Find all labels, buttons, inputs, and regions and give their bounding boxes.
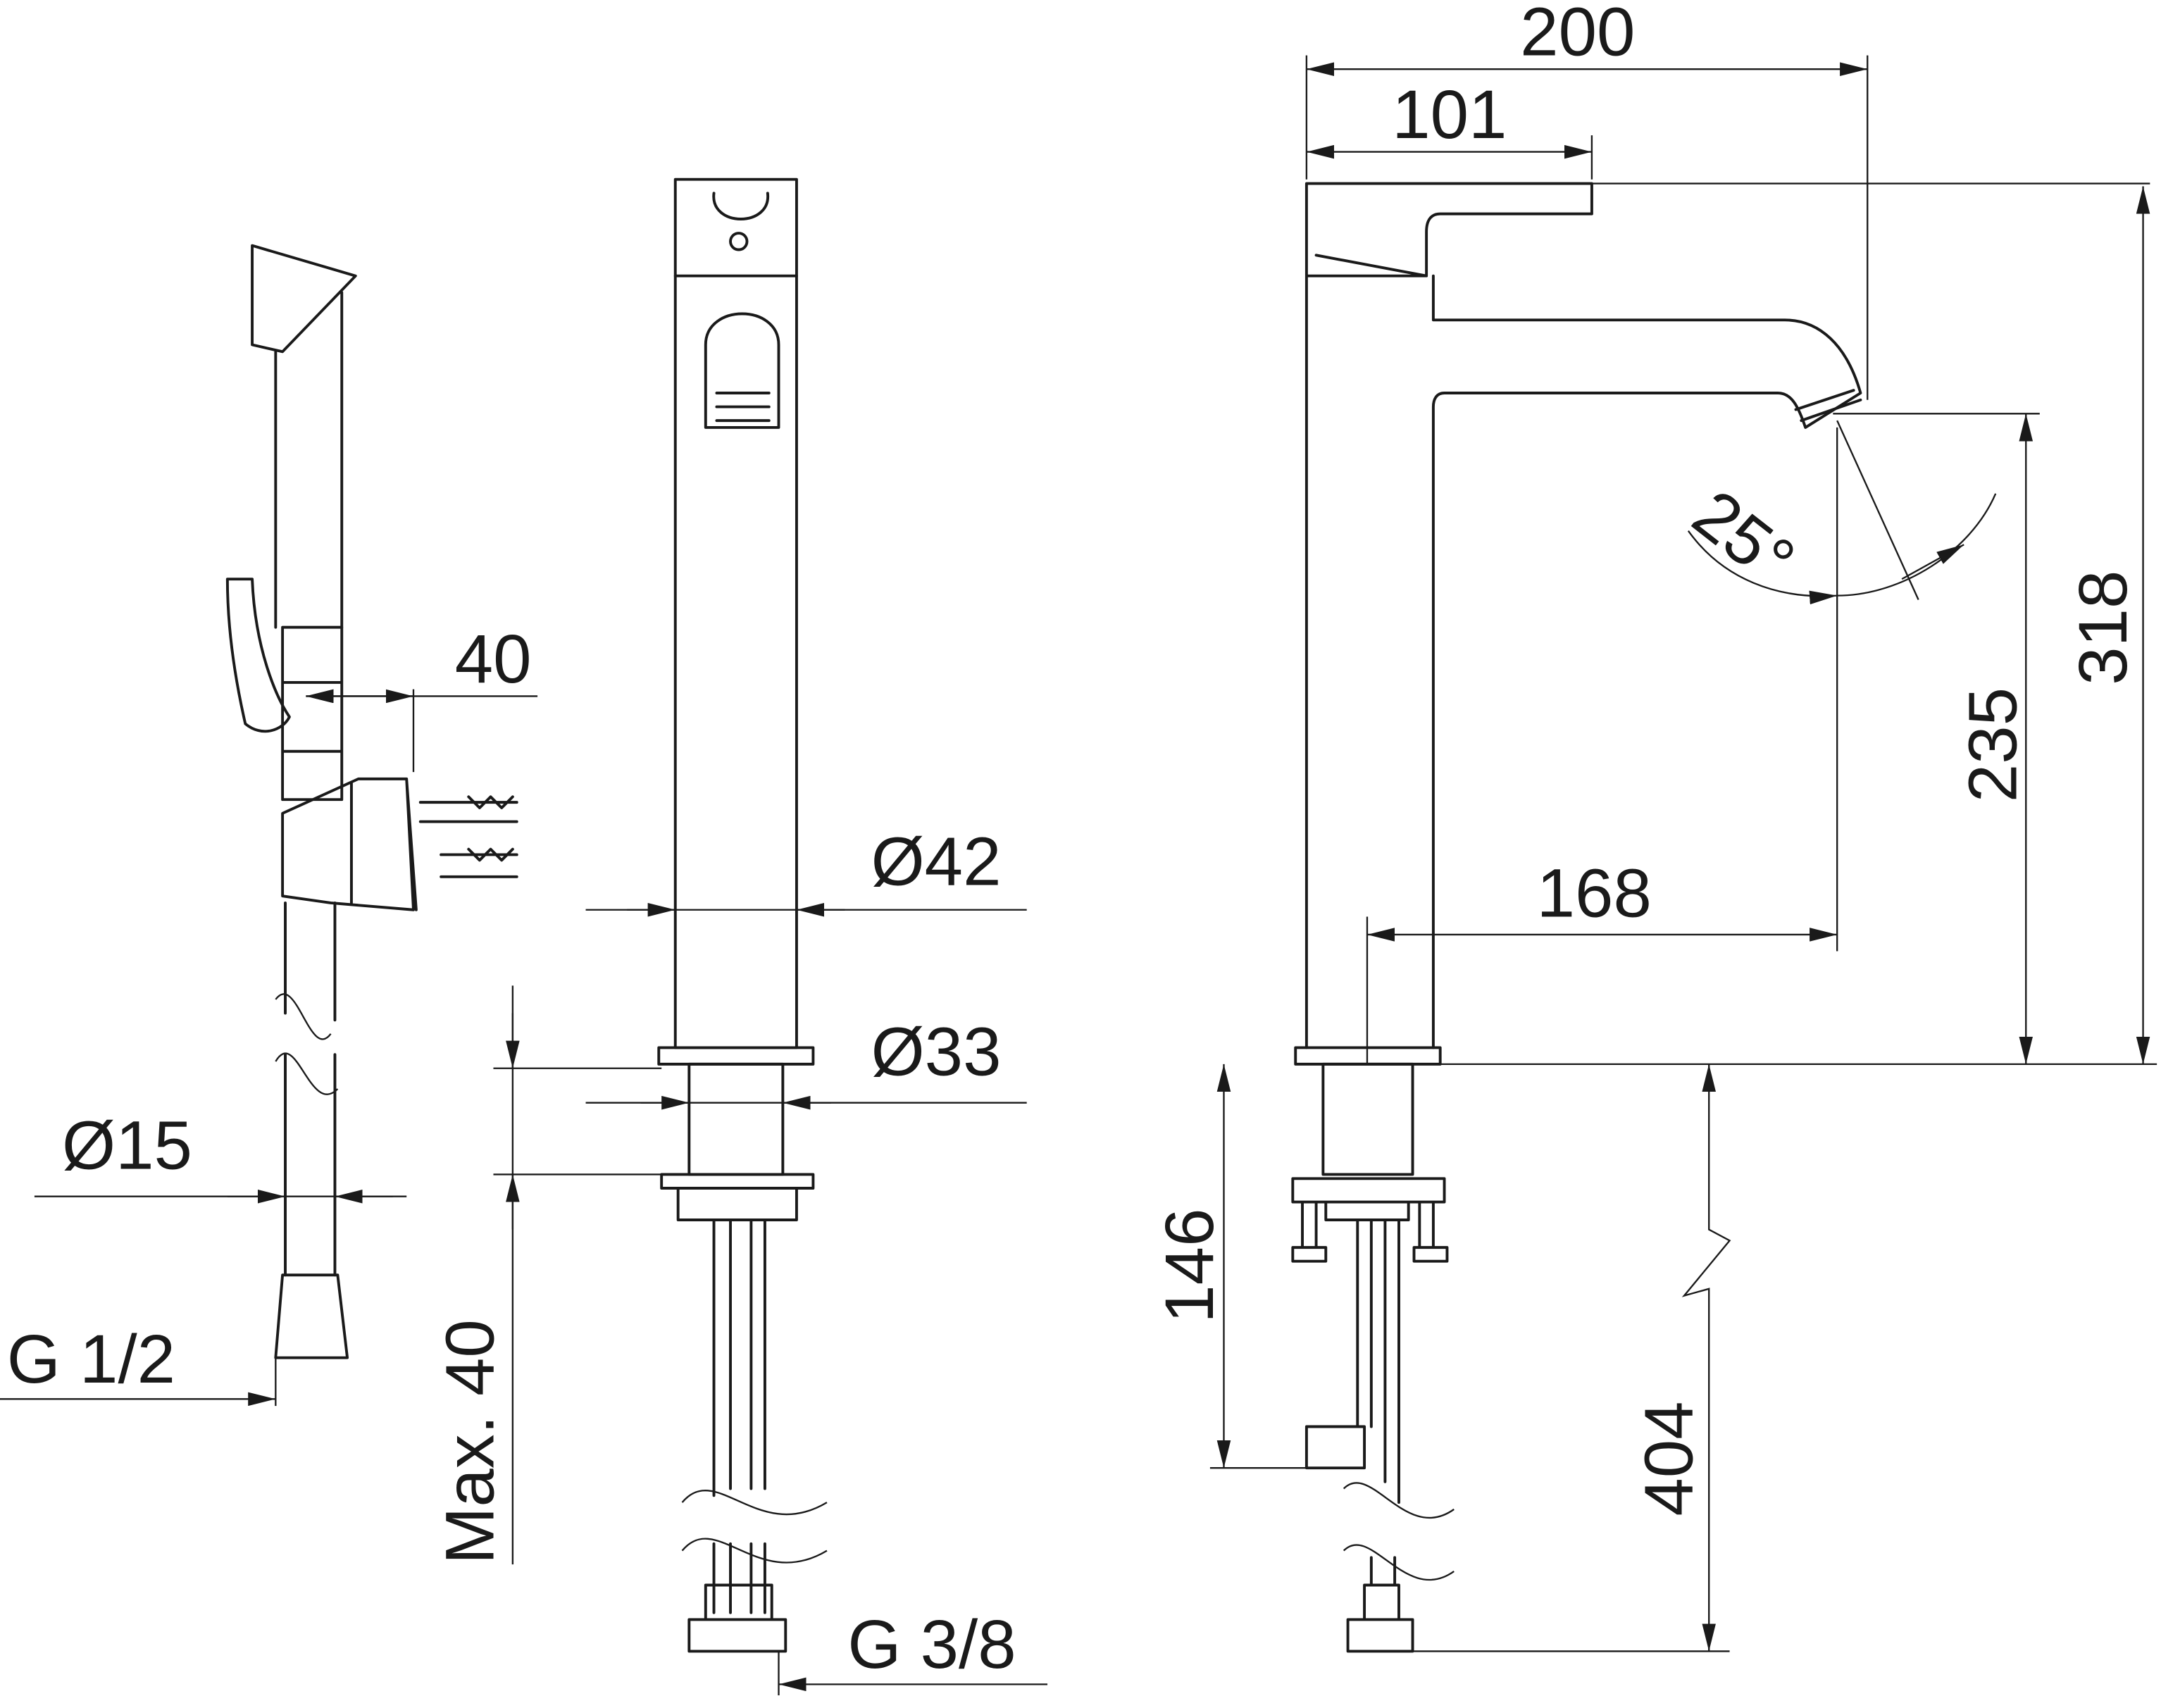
- supply-nuts: [687, 1583, 787, 1653]
- dim-total-height: 318: [2064, 571, 2141, 685]
- dim-max-deck-thickness: Max. 40: [430, 1319, 508, 1564]
- wall-bracket: [281, 777, 418, 911]
- dim-hose-diameter: Ø15: [62, 1107, 192, 1184]
- hand-shower-lever: [225, 578, 291, 733]
- dim-hose-length: 404: [1630, 1401, 1707, 1516]
- shower-hose: [284, 902, 337, 1277]
- hand-shower-head: [251, 244, 357, 629]
- dim-hand-shower-thread: G 1/2: [7, 1320, 175, 1397]
- hand-shower-view: 40 Ø15 G 1/2: [0, 244, 538, 1407]
- spout-outlet: [1794, 389, 1862, 423]
- dim-bracket-projection: 40: [455, 620, 532, 697]
- dim-under-deck-length: 146: [1150, 1208, 1228, 1323]
- hose-connector: [274, 1273, 349, 1359]
- dim-shank-diameter: Ø33: [871, 1013, 1002, 1090]
- faucet-side-view: Ø42 Ø33 Max. 40 G 3/8: [430, 177, 1048, 1696]
- lever-hinge: [712, 192, 769, 251]
- dim-spout-height: 235: [1954, 687, 2031, 802]
- mounting-kit: [1291, 1177, 1449, 1263]
- dim-spout-reach: 168: [1537, 854, 1652, 932]
- shank: [687, 1062, 785, 1176]
- hand-shower-grip: [281, 625, 344, 802]
- supply-hoses-side: [712, 1218, 766, 1614]
- aerator: [704, 312, 780, 429]
- faucet-front-view: 200 101 318 235 168 25° 146 404: [1150, 0, 2157, 1653]
- dim-spout-angle: 25°: [1679, 475, 1809, 600]
- dim-lever-width: 101: [1392, 75, 1507, 153]
- faucet-body-side: [673, 177, 798, 1049]
- dim-body-diameter: Ø42: [871, 823, 1002, 900]
- hose-break: [275, 993, 339, 1095]
- dim-total-width: 200: [1520, 0, 1635, 70]
- wall-plugs: [418, 795, 518, 878]
- dim-supply-thread: G 3/8: [847, 1605, 1016, 1683]
- supply-hoses-front: [1356, 1218, 1400, 1587]
